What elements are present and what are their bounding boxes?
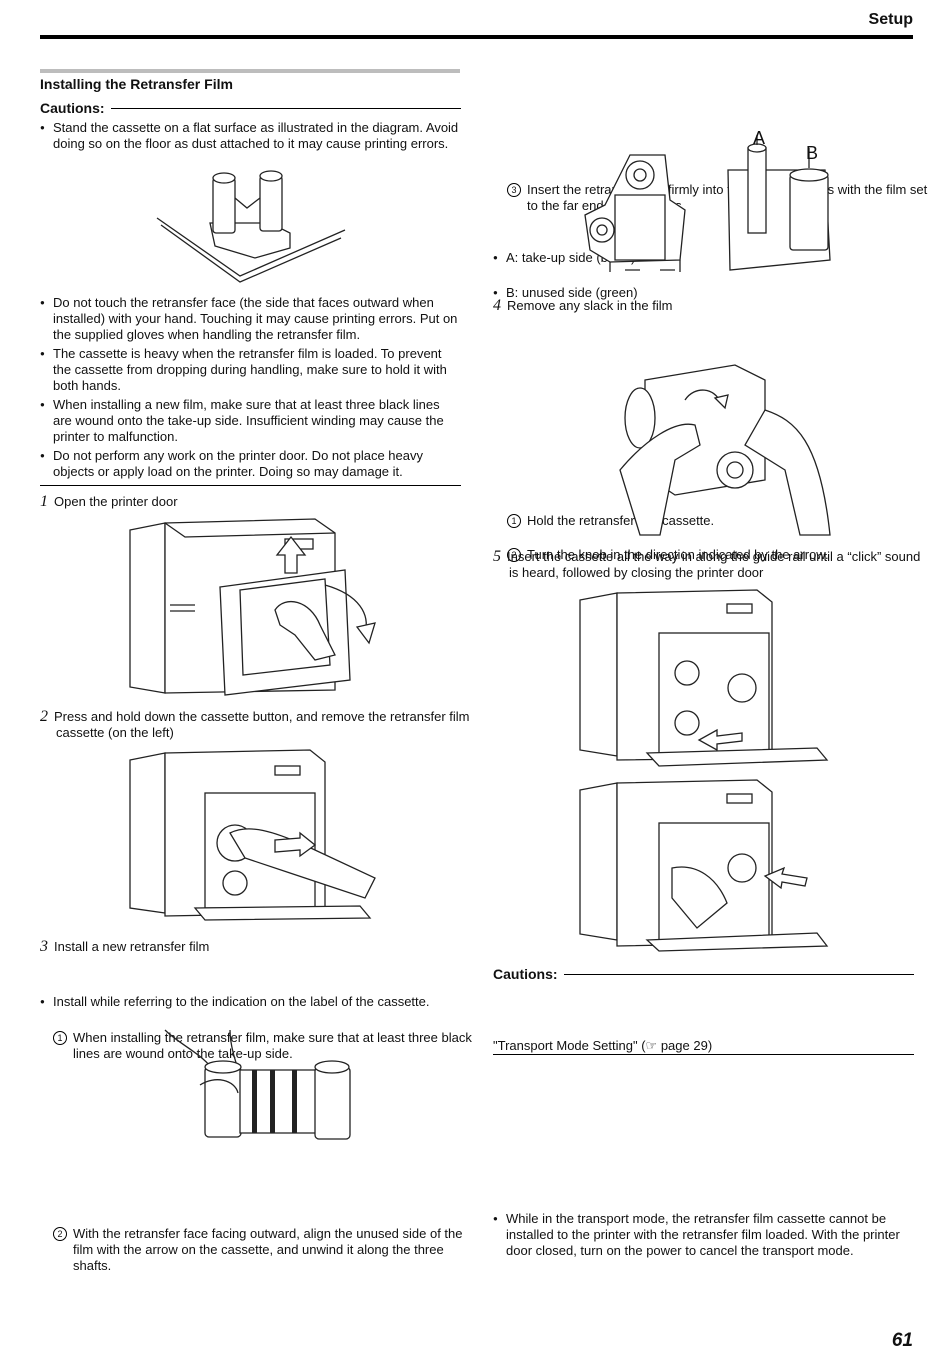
pointing-hand-icon: ☞: [645, 1038, 658, 1053]
cautions-list: Do not touch the retransfer face (the si…: [40, 295, 458, 480]
label-a: A: [753, 128, 766, 148]
heading-bar: [40, 69, 460, 73]
page-number: 61: [891, 1330, 913, 1351]
bullet-b: B: unused side (green): [493, 285, 806, 301]
transport-mode-link[interactable]: "Transport Mode Setting" (☞ page 29): [493, 1038, 712, 1054]
step-text: Remove any slack in the film: [507, 298, 673, 313]
hands-turning-knob-illustration: [619, 364, 831, 536]
step-text: Open the printer door: [54, 494, 178, 509]
step-5: 5 Insert the cassette all the way in alon…: [493, 549, 929, 581]
circled-number: 1: [53, 1031, 67, 1045]
label-b: B: [806, 143, 819, 163]
sub-text: With the retransfer face facing outward,…: [73, 1226, 463, 1273]
step-3-sub-2: 2 With the retransfer face facing outward…: [53, 1226, 473, 1274]
step-number: 1: [40, 493, 48, 510]
step-3-bullet: Install while referring to the indicatio…: [40, 994, 471, 1010]
step-text: Press and hold down the cassette button,…: [54, 709, 470, 740]
step-3-sub-1: 1 When installing the retransfer film, ma…: [53, 1030, 473, 1062]
sub-text: Hold the retransfer film cassette.: [527, 513, 715, 528]
circled-number: 1: [507, 514, 521, 528]
link-page: page 29): [660, 1038, 713, 1053]
printer-remove-cassette-illustration: [129, 749, 376, 921]
printer-insert-cassette-illustration: [579, 589, 829, 767]
circled-number: 3: [507, 183, 521, 197]
section-heading: Installing the Retransfer Film: [40, 76, 233, 92]
cautions-heading: Cautions:: [40, 100, 461, 116]
step-number: 3: [40, 938, 48, 955]
section-title: Setup: [868, 11, 913, 28]
step-1: 1 Open the printer door: [40, 494, 178, 510]
caution-item-right: While in the transport mode, the retrans…: [493, 1211, 924, 1259]
sub-text: When installing the retransfer film, mak…: [73, 1030, 472, 1061]
step-2: 2 Press and hold down the cassette button…: [40, 709, 476, 741]
step-4-sub-1: 1 Hold the retransfer film cassette.: [507, 513, 927, 529]
step-3: 3 Install a new retransfer film: [40, 939, 209, 955]
cautions-label: Cautions:: [493, 966, 558, 982]
cassette-flat-surface-illustration: [156, 170, 346, 283]
sub-text: Turn the knob in the direction indicated…: [527, 547, 829, 562]
step-number: 5: [493, 548, 501, 565]
caution-item: The cassette is heavy when the retransfe…: [40, 346, 458, 394]
step-number: 2: [40, 708, 48, 725]
step-text: Insert the cassette all the way in along…: [507, 549, 921, 580]
caution-item: Do not touch the retransfer face (the si…: [40, 295, 458, 343]
cautions-end-rule-right: [493, 1054, 914, 1055]
caution-item: When installing a new film, make sure th…: [40, 397, 458, 445]
cautions-heading-right: Cautions:: [493, 966, 914, 982]
circled-number: 2: [53, 1227, 67, 1241]
caution-item: Stand the cassette on a flat surface as …: [40, 120, 471, 152]
step-4: 4 Remove any slack in the film: [493, 298, 672, 314]
step-text: Install a new retransfer film: [54, 939, 210, 954]
caution-item: Do not perform any work on the printer d…: [40, 448, 458, 480]
cautions-label: Cautions:: [40, 100, 105, 116]
printer-open-door-illustration: [129, 518, 376, 696]
circled-number: 2: [507, 548, 521, 562]
link-text: "Transport Mode Setting" (: [493, 1038, 646, 1053]
step-number: 4: [493, 297, 501, 314]
cautions-end-rule: [40, 485, 461, 486]
top-rule: [40, 35, 913, 39]
printer-close-door-illustration: [579, 779, 829, 952]
cassette-bobbin-diagram: [584, 135, 831, 272]
step-4-sub-2: 2 Turn the knob in the direction indicate…: [507, 547, 927, 563]
film-rolls-illustration: [164, 1029, 351, 1140]
